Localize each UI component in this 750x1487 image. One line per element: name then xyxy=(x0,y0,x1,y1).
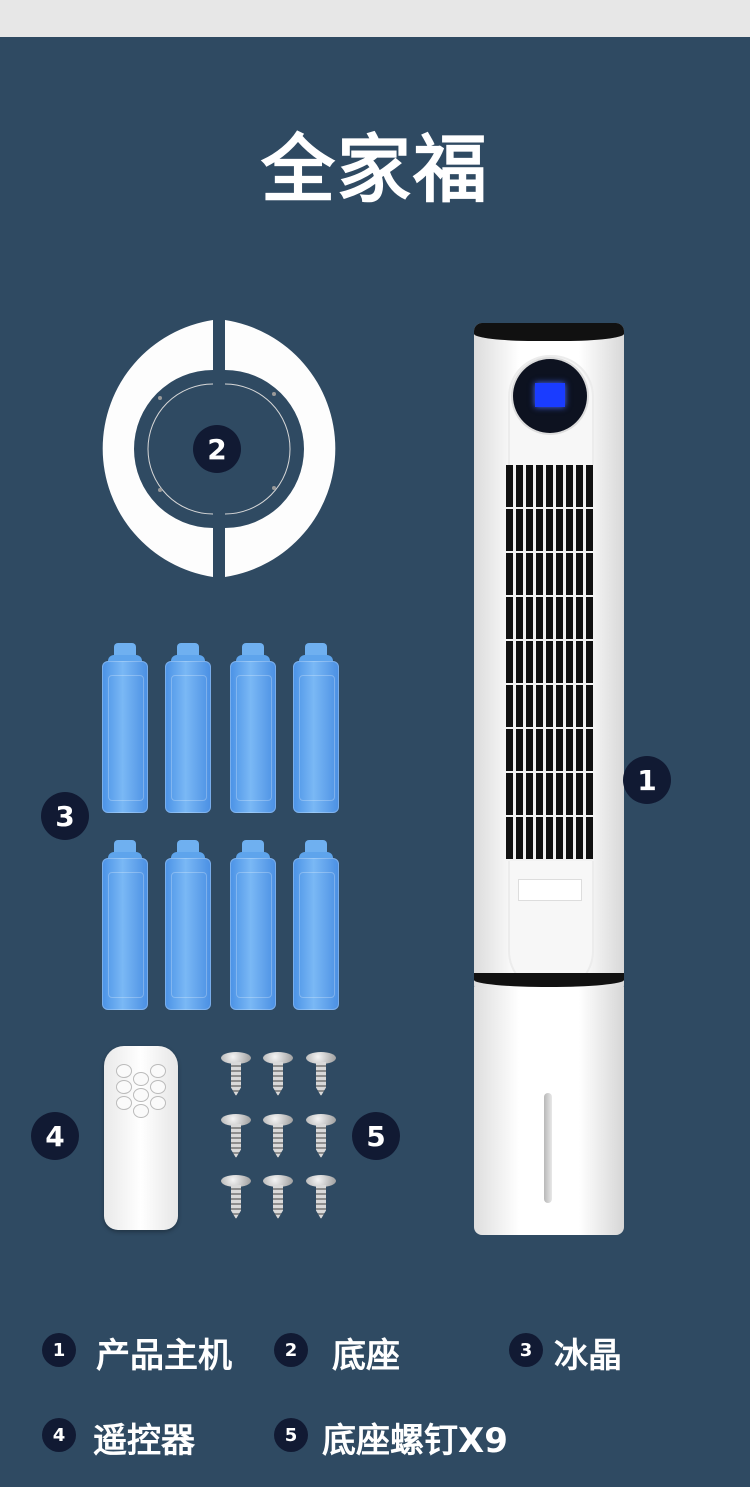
ice-pack xyxy=(102,840,148,1010)
top-bar xyxy=(0,0,750,37)
screw-icon xyxy=(263,1052,293,1098)
legend-label-1: 产品主机 xyxy=(96,1336,232,1376)
fan-grille xyxy=(506,465,594,861)
badge-2: 2 xyxy=(193,425,241,473)
legend-badge-3: 3 xyxy=(509,1333,543,1367)
legend-badge-1: 1 xyxy=(42,1333,76,1367)
screw-icon xyxy=(221,1175,251,1221)
page-title: 全家福 xyxy=(261,127,489,213)
tower-fan-image xyxy=(474,323,624,1235)
badge-1: 1 xyxy=(623,756,671,804)
ice-pack xyxy=(102,643,148,813)
screw-icon xyxy=(263,1114,293,1160)
screw-icon xyxy=(306,1114,336,1160)
legend-badge-2: 2 xyxy=(274,1333,308,1367)
badge-3: 3 xyxy=(41,792,89,840)
ice-pack xyxy=(165,643,211,813)
badge-4: 4 xyxy=(31,1112,79,1160)
screw-icon xyxy=(306,1175,336,1221)
legend-label-5: 底座螺钉X9 xyxy=(322,1421,508,1461)
legend-badge-5: 5 xyxy=(274,1418,308,1452)
badge-5: 5 xyxy=(352,1112,400,1160)
brand-logo xyxy=(518,879,582,901)
water-level-window xyxy=(544,1093,552,1203)
ice-pack xyxy=(230,643,276,813)
screw-icon xyxy=(221,1052,251,1098)
ice-pack xyxy=(293,643,339,813)
base-image xyxy=(102,320,336,577)
control-display xyxy=(513,359,587,433)
legend-badge-4: 4 xyxy=(42,1418,76,1452)
legend-label-4: 遥控器 xyxy=(93,1421,195,1461)
screw-icon xyxy=(263,1175,293,1221)
ice-pack xyxy=(230,840,276,1010)
ice-pack xyxy=(293,840,339,1010)
ice-pack xyxy=(165,840,211,1010)
screw-icon xyxy=(221,1114,251,1160)
remote-control-image xyxy=(104,1046,178,1230)
legend-label-2: 底座 xyxy=(332,1336,400,1376)
legend-label-3: 冰晶 xyxy=(554,1336,622,1376)
screw-icon xyxy=(306,1052,336,1098)
